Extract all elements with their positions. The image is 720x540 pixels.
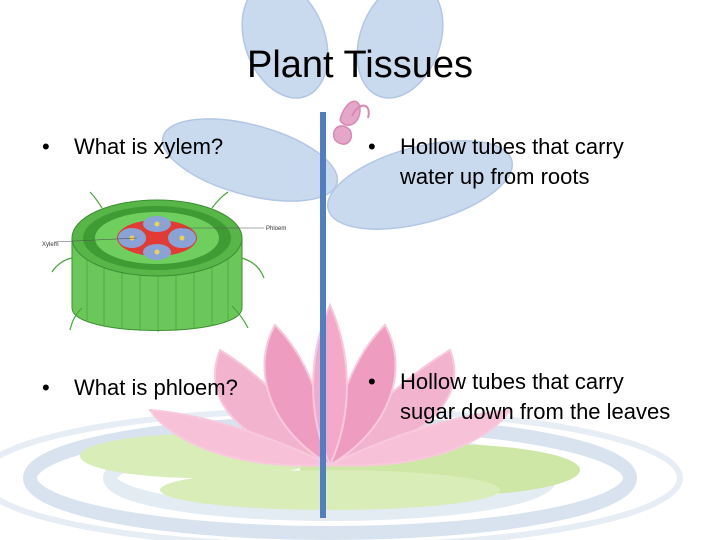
question-phloem-text: What is phloem? — [74, 375, 238, 400]
slide-title: Plant Tissues — [247, 44, 473, 86]
stem-hairs — [51, 191, 265, 331]
stem-cross-section-image: Xylem Phloem — [42, 191, 286, 332]
bullet-dot: • — [368, 134, 376, 159]
answer-phloem-text: Hollow tubes that carry sugar down from … — [400, 369, 671, 424]
dragonfly — [161, 0, 514, 230]
phloem-label: Phloem — [266, 226, 286, 232]
bullet-dot: • — [42, 375, 50, 400]
question-xylem: • What is xylem? — [42, 132, 302, 162]
answer-phloem: • Hollow tubes that carry sugar down fro… — [368, 367, 678, 427]
question-phloem: • What is phloem? — [42, 373, 302, 403]
answer-xylem: • Hollow tubes that carry water up from … — [368, 132, 678, 192]
answer-xylem-text: Hollow tubes that carry water up from ro… — [400, 134, 624, 189]
center-divider — [320, 112, 326, 518]
question-xylem-text: What is xylem? — [74, 134, 224, 159]
xylem-label-line — [53, 237, 138, 243]
bullet-dot: • — [42, 134, 50, 159]
bullet-dot: • — [368, 369, 376, 394]
xylem-label: Xylem — [42, 242, 59, 248]
